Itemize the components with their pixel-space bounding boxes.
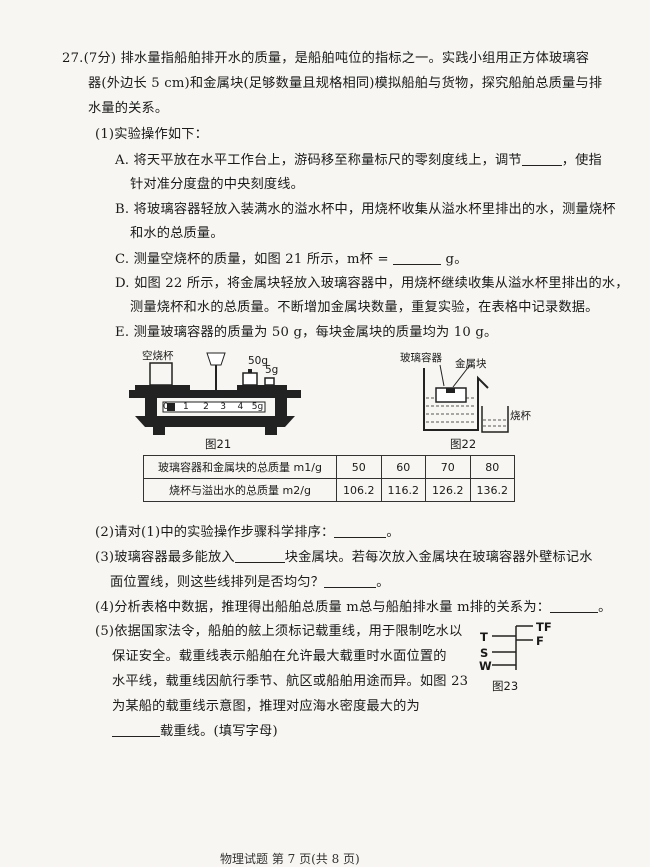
- table-row-head: 玻璃容器和金属块的总质量 m1/g: [143, 455, 337, 479]
- part2-line: (2)请对(1)中的实验操作步骤科学排序： 。: [95, 523, 400, 542]
- step-d-line1: D. 如图 22 所示，将金属块轻放入玻璃容器中，用烧杯继续收集从溢水杯里排出的…: [115, 276, 629, 291]
- part4-tail: 。: [598, 600, 612, 615]
- answer-blank-a[interactable]: [521, 151, 562, 166]
- scale-tick: 1: [183, 402, 189, 412]
- step-c-line: C. 测量空烧杯的质量，如图 21 所示，m杯 = g。: [115, 250, 468, 269]
- scale-tick: 2: [203, 402, 209, 412]
- fig21-caption: 图21: [205, 437, 232, 451]
- fig22-metal-label: 金属块: [455, 358, 487, 370]
- figure-23-load-lines: [492, 625, 533, 670]
- step-a-line2: 针对准分度盘的中央刻度线。: [130, 177, 305, 192]
- table-cell: 70: [425, 455, 471, 479]
- q-intro-line1: 27.(7分) 排水量指船舶排开水的质量，是船舶吨位的指标之一。实践小组用正方体…: [62, 51, 590, 66]
- step-b-line2: 和水的总质量。: [130, 226, 224, 241]
- answer-blank-part4[interactable]: [550, 598, 599, 613]
- figure-22-overflow: [423, 364, 509, 433]
- part2-tail: 。: [386, 525, 400, 540]
- step-e-line: E. 测量玻璃容器的质量为 50 g，每块金属块的质量均为 10 g。: [115, 325, 498, 340]
- fig21-weight-5-label: 5g: [265, 364, 279, 376]
- fig23-label-s: S: [480, 646, 489, 660]
- table-row: 烧杯与溢出水的总质量 m2/g 106.2 116.2 126.2 136.2: [143, 478, 515, 502]
- fig21-weight-50-label: 50g: [248, 355, 269, 367]
- part5-line4: 为某船的载重线示意图，推理对应海水密度最大的为: [112, 699, 420, 714]
- table-row-head: 烧杯与溢出水的总质量 m2/g: [143, 478, 337, 502]
- answer-blank-part5[interactable]: [112, 722, 160, 737]
- page-footer: 物理试题 第 7 页(共 8 页): [220, 852, 360, 866]
- answer-blank-part3b[interactable]: [324, 573, 377, 588]
- fig22-container-label: 玻璃容器: [400, 352, 442, 364]
- part4-line: (4)分析表格中数据，推理得出船舶总质量 m总与船舶排水量 m排的关系为： 。: [95, 598, 612, 617]
- table-row: 玻璃容器和金属块的总质量 m1/g 50 60 70 80: [143, 455, 515, 479]
- table-cell: 106.2: [336, 478, 382, 502]
- part5-line5: 载重线。(填写字母): [112, 722, 278, 741]
- part3-line2: 面位置线，则这些线排列是否均匀？ 。: [110, 573, 390, 592]
- fig21-cup-label: 空烧杯: [142, 350, 174, 362]
- part2-text: (2)请对(1)中的实验操作步骤科学排序：: [95, 525, 335, 540]
- step-c-tail: g。: [445, 252, 468, 267]
- step-a-line1: A. 将天平放在水平工作台上，游码移至称量标尺的零刻度线上，调节 ，使指: [115, 151, 602, 170]
- answer-blank-part3a[interactable]: [234, 548, 285, 563]
- part3-line1: (3)玻璃容器最多能放入 块金属块。若每次放入金属块在玻璃容器外壁标记水: [95, 548, 593, 567]
- part5-line1: (5)依据国家法令，船舶的舷上须标记载重线，用于限制吃水以: [95, 624, 463, 639]
- fig23-label-tf: TF: [536, 620, 552, 634]
- fig23-label-w: W: [479, 659, 492, 673]
- table-cell: 80: [469, 455, 515, 479]
- fig22-caption: 图22: [450, 437, 477, 451]
- table-cell: 126.2: [425, 478, 471, 502]
- scale-tick: 3: [220, 402, 227, 412]
- part4-text: (4)分析表格中数据，推理得出船舶总质量 m总与船舶排水量 m排的关系为：: [95, 600, 551, 615]
- table-cell: 60: [380, 455, 426, 479]
- part5-text-5: 载重线。(填写字母): [160, 724, 278, 739]
- part5-line2: 保证安全。载重线表示船舶在允许最大载重时水面位置的: [112, 649, 447, 664]
- part3-text-2: 块金属块。若每次放入金属块在玻璃容器外壁标记水: [284, 550, 593, 565]
- figure-21-balance: [129, 352, 301, 435]
- part3-text: (3)玻璃容器最多能放入: [95, 550, 235, 565]
- part1-title: (1)实验操作如下：: [95, 127, 208, 142]
- part5-line3: 水平线，载重线因航行季节、航区或船舶用途而异。如图 23: [112, 674, 469, 689]
- step-a-tail: ，使指: [561, 153, 602, 168]
- answer-blank-part2[interactable]: [334, 523, 387, 538]
- answer-blank-c[interactable]: [393, 250, 442, 265]
- data-table: 玻璃容器和金属块的总质量 m1/g 50 60 70 80 烧杯与溢出水的总质量…: [143, 455, 515, 502]
- fig23-caption: 图23: [492, 679, 519, 693]
- scale-tick: 4: [237, 402, 244, 412]
- part3-tail: 。: [376, 575, 390, 590]
- fig21-scale: 0 1 2 3 4 5g: [163, 402, 263, 412]
- fig23-label-f: F: [536, 634, 544, 648]
- step-c-text: C. 测量空烧杯的质量，如图 21 所示，m杯 =: [115, 252, 389, 267]
- fig22-beaker-label: 烧杯: [510, 410, 531, 422]
- step-b-line1: B. 将玻璃容器轻放入装满水的溢水杯中，用烧杯收集从溢水杯里排出的水，测量烧杯: [115, 202, 616, 217]
- table-cell: 136.2: [469, 478, 515, 502]
- part3-text-3: 面位置线，则这些线排列是否均匀？: [110, 575, 325, 590]
- table-cell: 116.2: [380, 478, 426, 502]
- table-cell: 50: [336, 455, 382, 479]
- q-intro-line3: 水量的关系。: [88, 101, 169, 116]
- scale-tick: 0: [163, 402, 169, 412]
- scale-tick: 5g: [251, 402, 264, 412]
- fig23-label-t: T: [480, 630, 488, 644]
- step-a-text: A. 将天平放在水平工作台上，游码移至称量标尺的零刻度线上，调节: [115, 153, 522, 168]
- step-d-line2: 测量烧杯和水的总质量。不断增加金属块数量，重复实验，在表格中记录数据。: [130, 300, 599, 315]
- q-intro-line2: 器(外边长 5 cm)和金属块(足够数量且规格相同)模拟船舶与货物，探究船舶总质…: [88, 76, 603, 91]
